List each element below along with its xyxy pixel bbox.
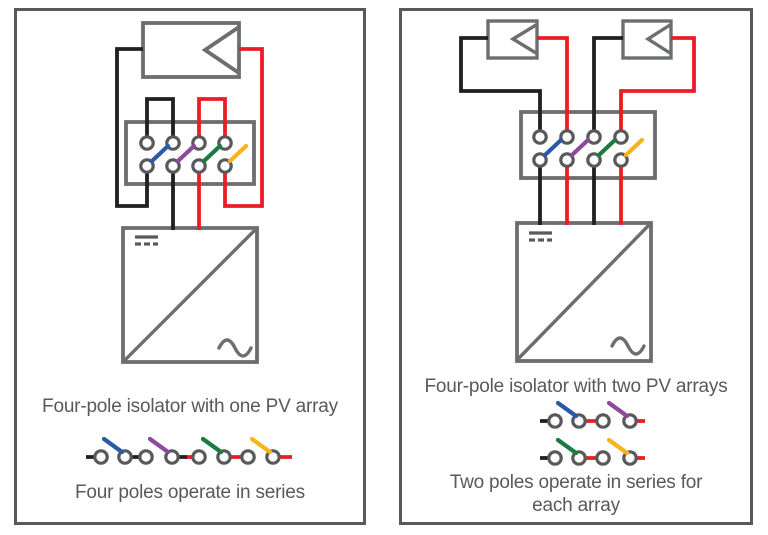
left-series-legend: [86, 436, 292, 465]
pv-module-icon: [141, 21, 241, 79]
dc-symbol-icon: [135, 235, 158, 246]
right-caption-subtitle: Two poles operate in series for each arr…: [399, 471, 753, 517]
pole-blade-yellow: [249, 436, 273, 455]
pv-triangle-icon: [509, 23, 537, 55]
dc-symbol-icon: [529, 231, 552, 242]
ac-sine-icon: [217, 338, 253, 358]
left-panel-frame: [14, 8, 366, 525]
pole-blade-green: [200, 436, 224, 455]
terminal-icon: [191, 449, 207, 465]
wire-positive-jumper: [197, 97, 227, 143]
terminal-icon: [191, 158, 207, 174]
terminal-icon: [547, 413, 563, 429]
pole-blade-blue: [149, 143, 171, 164]
wire-negative-jumper: [145, 97, 175, 143]
pole-blade-purple: [569, 137, 591, 158]
pole-blade-blue: [555, 400, 579, 419]
inverter-box: [515, 221, 653, 363]
pole-blade-green: [201, 143, 223, 164]
pole-blade-purple: [175, 143, 197, 164]
right-caption-subtitle-line1: Two poles operate in series for: [449, 472, 703, 493]
inverter-diagonal: [122, 227, 258, 363]
terminal-icon: [532, 129, 548, 145]
terminal-icon: [93, 449, 109, 465]
isolator-box: [519, 110, 657, 180]
isolator-box: [124, 120, 256, 186]
pole-blade-yellow: [623, 137, 645, 158]
terminal-icon: [532, 152, 548, 168]
terminal-icon: [139, 135, 155, 151]
wire-array2-positive: [619, 36, 696, 137]
ac-sine-icon: [610, 336, 646, 356]
terminal-icon: [165, 158, 181, 174]
terminal-icon: [547, 450, 563, 466]
terminal-icon: [595, 413, 611, 429]
wire-array2-negative: [592, 36, 623, 137]
right-caption-subtitle-line2: each array: [532, 495, 620, 516]
pole-blade-yellow: [606, 437, 630, 456]
inverter-diagonal: [516, 223, 651, 361]
terminal-icon: [613, 152, 629, 168]
terminal-icon: [559, 152, 575, 168]
pole-blade-green: [596, 137, 618, 158]
pole-blade-yellow: [227, 143, 249, 164]
wire-array1-positive: [537, 36, 569, 137]
terminal-icon: [217, 158, 233, 174]
right-series-legend: [540, 400, 645, 466]
wire-negative-loop: [115, 47, 149, 208]
terminal-icon: [613, 129, 629, 145]
pole-blade-green: [555, 437, 579, 456]
terminal-icon: [240, 449, 256, 465]
terminal-icon: [138, 449, 154, 465]
right-panel-frame: [399, 8, 753, 525]
terminal-icon: [586, 152, 602, 168]
pv-triangle-icon: [644, 23, 671, 55]
pole-blade-blue: [542, 137, 564, 158]
left-caption-title: Four-pole isolator with one PV array: [42, 396, 338, 417]
terminal-icon: [586, 129, 602, 145]
left-schematic: [115, 21, 264, 364]
wire-array1-negative: [459, 36, 542, 137]
terminal-icon: [559, 129, 575, 145]
wire-positive-loop: [223, 47, 264, 208]
right-schematic: [459, 19, 696, 363]
pole-blade-purple: [606, 400, 630, 419]
pv-triangle-icon: [201, 25, 241, 75]
terminal-icon: [139, 158, 155, 174]
left-caption-subtitle: Four poles operate in series: [75, 482, 305, 503]
right-caption-title: Four-pole isolator with two PV arrays: [424, 376, 728, 397]
pole-blade-blue: [101, 436, 125, 455]
pole-blade-purple: [147, 436, 171, 455]
inverter-box: [121, 226, 259, 364]
terminal-icon: [595, 450, 611, 466]
terminal-icon: [164, 449, 180, 465]
